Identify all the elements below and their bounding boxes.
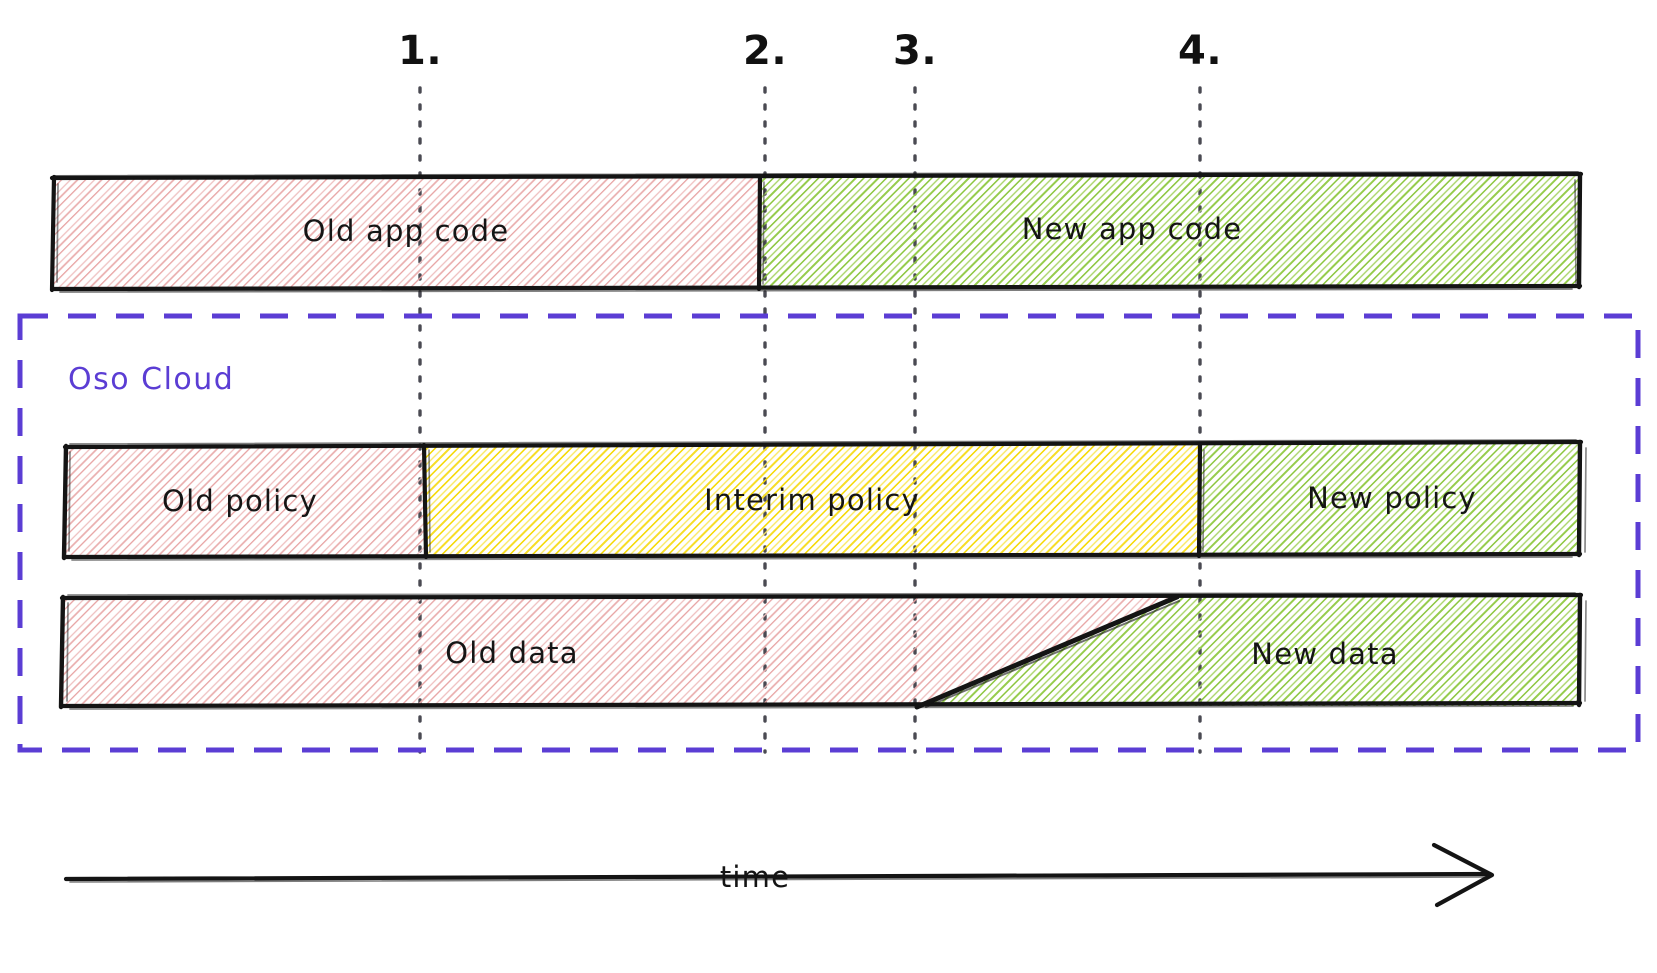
marker-label-4: 4.: [1177, 28, 1223, 74]
oso-cloud-container: [17, 313, 1641, 753]
segment-label-new-data: New data: [1251, 637, 1399, 671]
marker-label-3: 3.: [892, 28, 938, 74]
segment-label-new-app-code: New app code: [1021, 212, 1243, 246]
segment-label-old-app-code: Old app code: [302, 214, 510, 248]
segment-old-policy-fill: [65, 445, 426, 557]
data-diagonal-divider: [914, 594, 1180, 710]
segment-new-app-code-fill: [760, 173, 1580, 288]
marker-label-1: 1.: [397, 28, 443, 74]
segment-new-policy-fill: [1200, 441, 1580, 556]
row-policy: [61, 439, 1587, 561]
row-data: [58, 592, 1587, 710]
segment-label-old-policy: Old policy: [162, 484, 318, 518]
oso-cloud-label: Oso Cloud: [68, 362, 235, 397]
segment-interim-policy-fill: [425, 444, 1200, 556]
marker-label-2: 2.: [742, 28, 788, 74]
row-app-code: [49, 171, 1584, 293]
time-axis-label: time: [719, 860, 791, 894]
segment-old-app-code-fill: [53, 176, 760, 289]
segment-label-new-policy: New policy: [1307, 481, 1477, 515]
time-axis-arrow: [63, 842, 1495, 908]
segment-label-old-data: Old data: [445, 636, 579, 670]
segment-label-interim-policy: Interim policy: [704, 483, 920, 517]
